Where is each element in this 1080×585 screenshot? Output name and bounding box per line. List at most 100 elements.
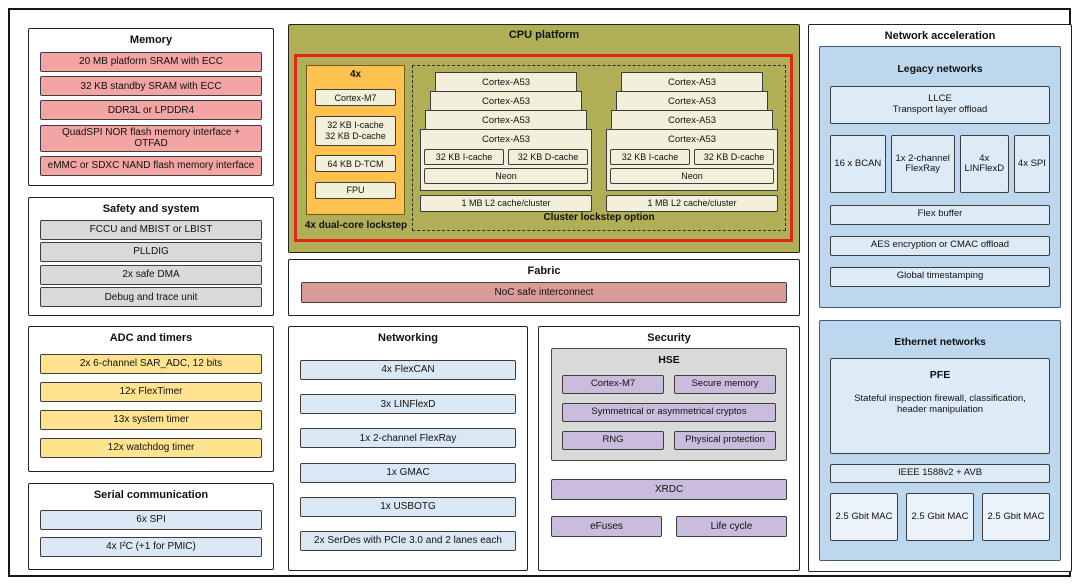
adc-timers-panel: ADC and timers 2x 6-channel SAR_ADC, 12 …: [28, 326, 274, 472]
serial-item: 4x I²C (+1 for PMIC): [40, 537, 262, 557]
dual-core-lockstep-caption: 4x dual-core lockstep: [304, 220, 408, 231]
hse-physical-protection: Physical protection: [674, 431, 776, 450]
hse-row: RNG Physical protection: [562, 431, 776, 450]
legacy-networks-title: Legacy networks: [897, 63, 983, 76]
a53-cluster-1: Cortex-A53 Cortex-A53 Cortex-A53 Cortex-…: [420, 72, 592, 212]
security-bottom-row: eFuses Life cycle: [551, 516, 787, 537]
efuses-block: eFuses: [551, 516, 662, 537]
m7-block-tag: 4x: [349, 69, 362, 80]
safety-item: FCCU and MBIST or LBIST: [40, 219, 262, 240]
hse-title: HSE: [658, 354, 680, 366]
linflexd-block: 4x LINFlexD: [959, 135, 1009, 194]
hse-row: Cortex-M7 Secure memory: [562, 375, 776, 394]
networking-item: 1x 2-channel FlexRay: [300, 428, 516, 449]
legacy-interface-row: 16 x BCAN 1x 2-channel FlexRay 4x LINFle…: [830, 135, 1050, 194]
m7-dtcm-block: 64 KB D-TCM: [315, 155, 396, 173]
legacy-networks-block: Legacy networks LLCE Transport layer off…: [819, 46, 1061, 308]
memory-title: Memory: [129, 34, 173, 46]
adc-item: 12x watchdog timer: [40, 438, 262, 458]
cortex-a53-core-front: Cortex-A53 32 KB I-cache 32 KB D-cache N…: [420, 129, 592, 191]
serial-list: 6x SPI 4x I²C (+1 for PMIC): [29, 503, 273, 569]
a53-cache-row: 32 KB I-cache 32 KB D-cache: [610, 149, 774, 165]
safety-item: 2x safe DMA: [40, 264, 262, 285]
a53-icache: 32 KB I-cache: [610, 149, 690, 165]
a53-card-stack: Cortex-A53 Cortex-A53 Cortex-A53 Cortex-…: [606, 72, 778, 191]
networking-item: 4x FlexCAN: [300, 360, 516, 381]
adc-timers-title: ADC and timers: [109, 332, 193, 344]
security-panel: Security HSE Cortex-M7 Secure memory Sym…: [538, 326, 800, 571]
networking-title: Networking: [378, 332, 438, 344]
serial-communication-panel: Serial communication 6x SPI 4x I²C (+1 f…: [28, 483, 274, 570]
a53-dcache: 32 KB D-cache: [694, 149, 774, 165]
memory-item: DDR3L or LPDDR4: [40, 100, 262, 121]
cortex-a53-core-front: Cortex-A53 32 KB I-cache 32 KB D-cache N…: [606, 129, 778, 191]
adc-item: 12x FlexTimer: [40, 382, 262, 402]
noc-interconnect-bar: NoC safe interconnect: [301, 282, 787, 303]
safety-item: PLLDIG: [40, 242, 262, 263]
serial-item: 6x SPI: [40, 510, 262, 530]
memory-item: 32 KB standby SRAM with ECC: [40, 76, 262, 97]
hse-cryptos: Symmetrical or asymmetrical cryptos: [562, 403, 776, 422]
networking-item: 1x GMAC: [300, 462, 516, 483]
a53-dcache: 32 KB D-cache: [508, 149, 588, 165]
cpu-platform-title: CPU platform: [508, 29, 580, 41]
network-acceleration-title: Network acceleration: [884, 30, 996, 42]
networking-item: 3x LINFlexD: [300, 394, 516, 415]
cluster-lockstep-caption: Cluster lockstep option: [543, 212, 655, 223]
gbit-mac-block: 2.5 Gbit MAC: [982, 493, 1050, 541]
m7-fpu-block: FPU: [315, 181, 396, 199]
memory-panel: Memory 20 MB platform SRAM with ECC 32 K…: [28, 28, 274, 186]
a53-clusters: Cortex-A53 Cortex-A53 Cortex-A53 Cortex-…: [420, 72, 778, 212]
ethernet-networks-title: Ethernet networks: [894, 336, 986, 348]
pfe-title: PFE: [929, 369, 951, 381]
fabric-title: Fabric: [527, 265, 561, 277]
networking-list: 4x FlexCAN 3x LINFlexD 1x 2-channel Flex…: [289, 346, 527, 570]
memory-list: 20 MB platform SRAM with ECC 32 KB stand…: [29, 48, 273, 185]
hse-secure-memory: Secure memory: [674, 375, 776, 394]
diagram-frame: Memory 20 MB platform SRAM with ECC 32 K…: [8, 8, 1072, 577]
gbit-mac-block: 2.5 Gbit MAC: [906, 493, 974, 541]
flex-buffer-block: Flex buffer: [830, 204, 1050, 225]
bcan-block: 16 x BCAN: [830, 135, 886, 194]
cluster-lockstep-box: Cortex-A53 Cortex-A53 Cortex-A53 Cortex-…: [412, 65, 786, 231]
life-cycle-block: Life cycle: [676, 516, 787, 537]
a53-icache: 32 KB I-cache: [424, 149, 504, 165]
safety-system-panel: Safety and system FCCU and MBIST or LBIS…: [28, 197, 274, 316]
m7-list: Cortex-M7 32 KB I-cache 32 KB D-cache 64…: [307, 80, 404, 214]
gbit-mac-block: 2.5 Gbit MAC: [830, 493, 898, 541]
adc-item: 2x 6-channel SAR_ADC, 12 bits: [40, 354, 262, 374]
safety-item: Debug and trace unit: [40, 287, 262, 308]
memory-item: 20 MB platform SRAM with ECC: [40, 52, 262, 73]
serial-communication-title: Serial communication: [93, 489, 209, 501]
a53-cluster-2: Cortex-A53 Cortex-A53 Cortex-A53 Cortex-…: [606, 72, 778, 212]
a53-neon: Neon: [424, 168, 588, 184]
network-acceleration-panel: Network acceleration Legacy networks LLC…: [808, 24, 1072, 572]
pfe-description: Stateful inspection firewall, classifica…: [854, 393, 1026, 415]
a53-neon: Neon: [610, 168, 774, 184]
memory-item: eMMC or SDXC NAND flash memory interface: [40, 155, 262, 176]
hse-rng: RNG: [562, 431, 664, 450]
safety-system-title: Safety and system: [102, 203, 200, 215]
security-title: Security: [647, 332, 691, 344]
a53-cache-row: 32 KB I-cache 32 KB D-cache: [424, 149, 588, 165]
mac-row: 2.5 Gbit MAC 2.5 Gbit MAC 2.5 Gbit MAC: [830, 493, 1050, 541]
l2-cache-bar: 1 MB L2 cache/cluster: [606, 195, 778, 212]
hse-cortex-m7: Cortex-M7: [562, 375, 664, 394]
memory-item: QuadSPI NOR flash memory interface + OTF…: [40, 124, 262, 152]
adc-item: 13x system timer: [40, 410, 262, 430]
l2-cache-bar: 1 MB L2 cache/cluster: [420, 195, 592, 212]
pfe-block: PFE Stateful inspection firewall, classi…: [830, 358, 1050, 454]
lockstep-highlight-outline: 4x Cortex-M7 32 KB I-cache 32 KB D-cache…: [294, 54, 793, 242]
spi-block: 4x SPI: [1013, 135, 1050, 194]
hse-block: HSE Cortex-M7 Secure memory Symmetrical …: [551, 348, 787, 461]
networking-item: 2x SerDes with PCIe 3.0 and 2 lanes each: [300, 530, 516, 551]
networking-panel: Networking 4x FlexCAN 3x LINFlexD 1x 2-c…: [288, 326, 528, 571]
ethernet-networks-block: Ethernet networks PFE Stateful inspectio…: [819, 320, 1061, 561]
aes-cmac-block: AES encryption or CMAC offload: [830, 235, 1050, 256]
cortex-m7-core: Cortex-M7: [315, 89, 396, 107]
cortex-m7-lockstep-block: 4x Cortex-M7 32 KB I-cache 32 KB D-cache…: [306, 65, 405, 215]
ieee-1588-block: IEEE 1588v2 + AVB: [830, 464, 1050, 483]
xrdc-block: XRDC: [551, 479, 787, 500]
flexray-block: 1x 2-channel FlexRay: [890, 135, 955, 194]
fabric-panel: Fabric NoC safe interconnect: [288, 259, 800, 316]
